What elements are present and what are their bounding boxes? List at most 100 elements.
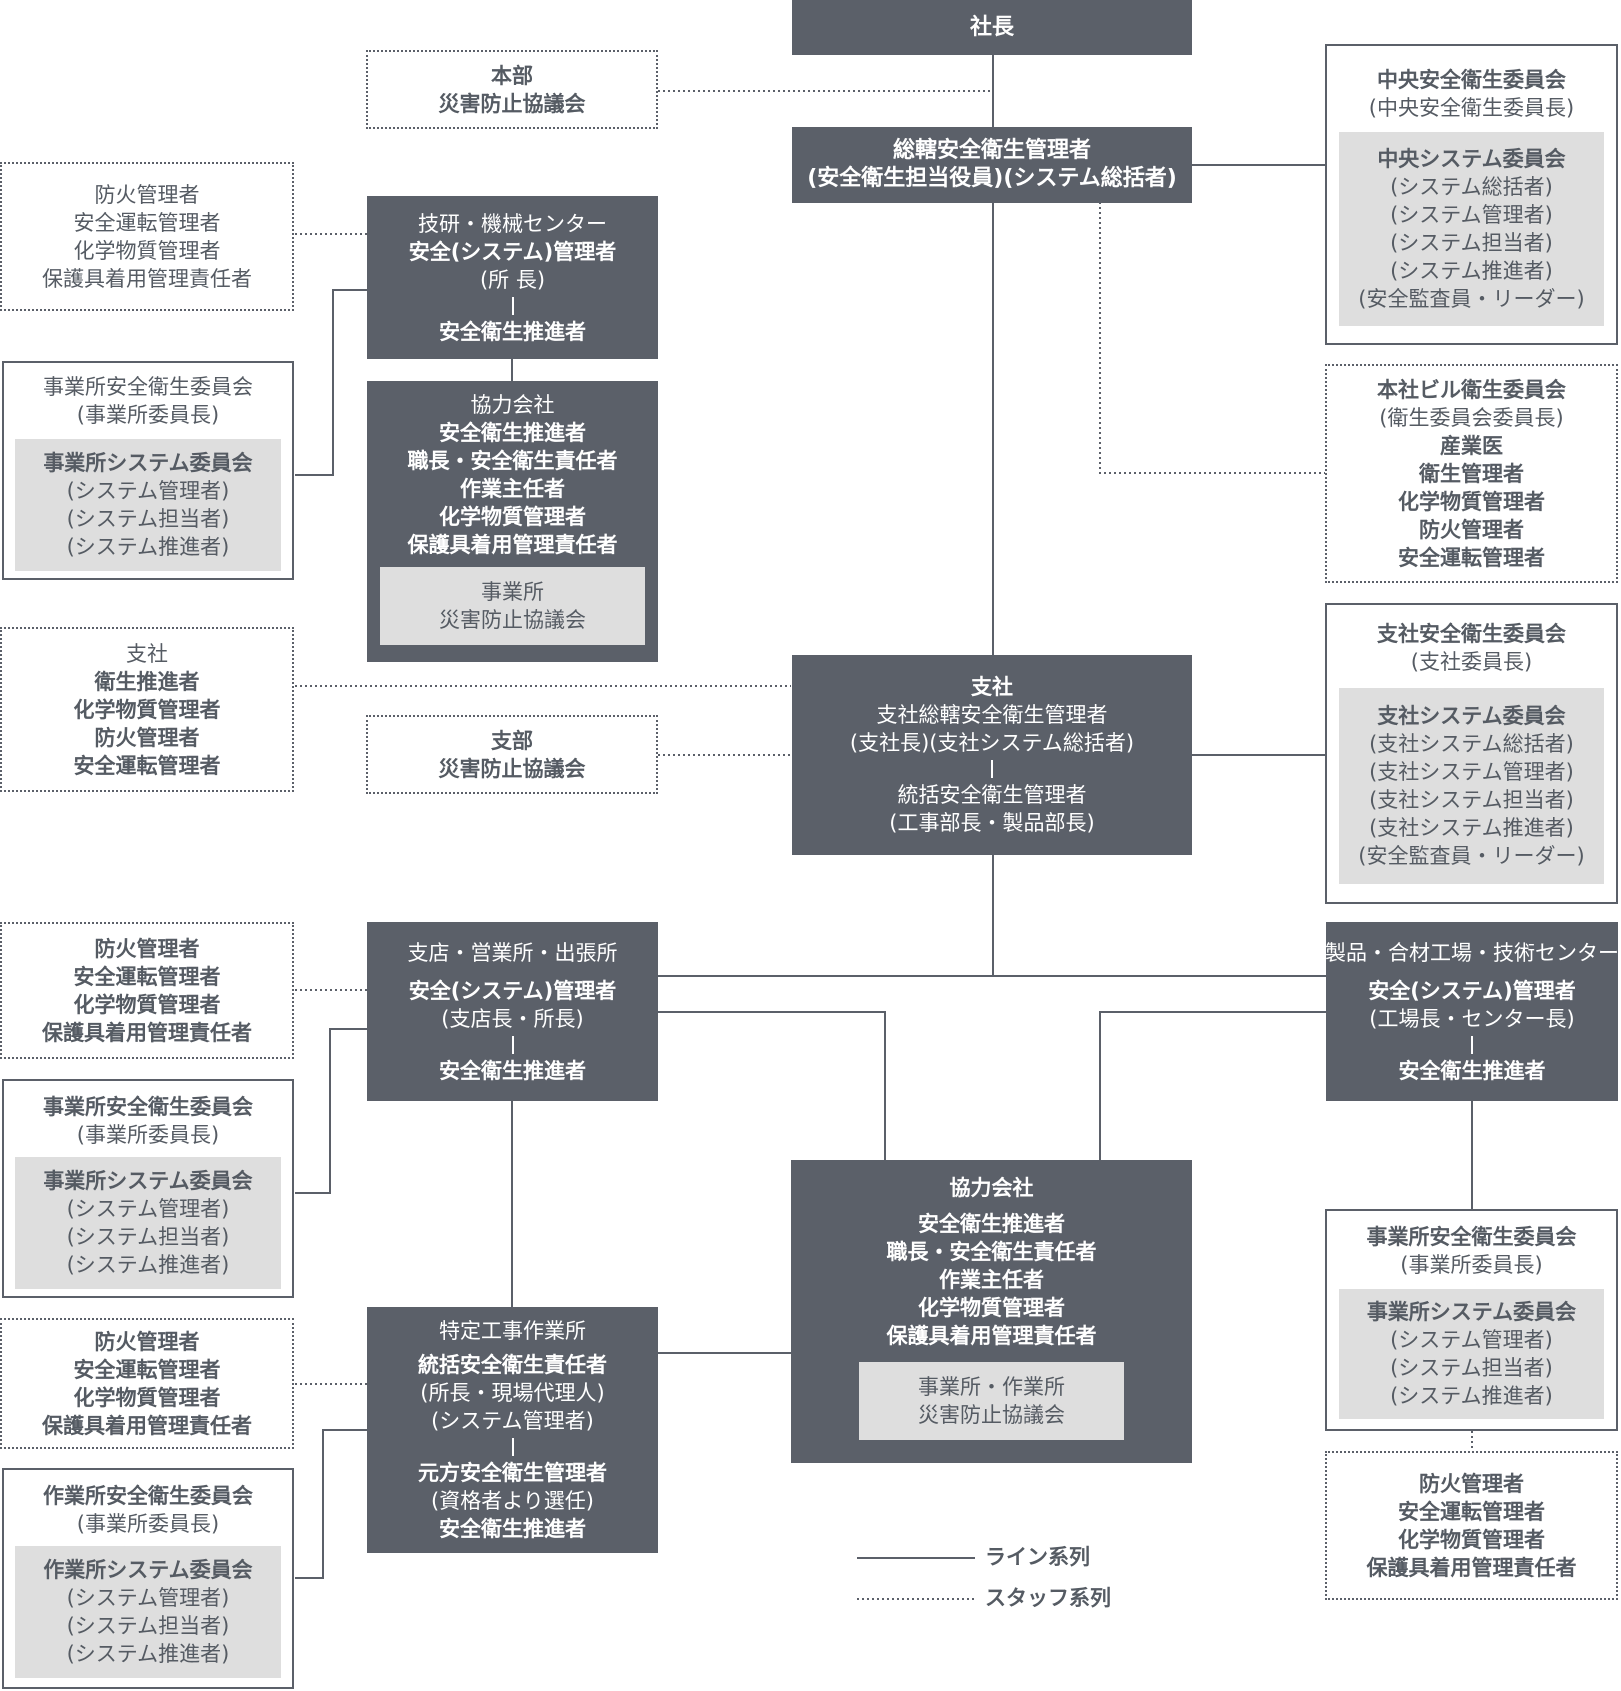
- office-staff-line: 防火管理者: [94, 936, 200, 961]
- office-promoter: 安全衛生推進者: [439, 1058, 586, 1083]
- hq-building-line: (衛生委員会委員長): [1379, 405, 1564, 430]
- site-staff-line: 保護具着用管理責任者: [42, 1413, 252, 1438]
- partner-top-role: 作業主任者: [460, 477, 565, 501]
- hq-building-committee-box: 本社ビル衛生委員会 (衛生委員会委員長) 産業医 衛生管理者 化学物質管理者 防…: [1325, 364, 1618, 583]
- separator-line: [1471, 1035, 1473, 1054]
- site-staff-line: 防火管理者: [94, 1329, 200, 1354]
- factory-system-title: 事業所システム委員会: [1366, 1300, 1577, 1324]
- tech-center-chief: (所 長): [479, 267, 546, 292]
- partner-bottom-role: 職長・安全衛生責任者: [886, 1240, 1097, 1264]
- branch-system-member: (支社システム総括者): [1369, 732, 1574, 756]
- factory-system-committee: 事業所システム委員会 (システム管理者) (システム担当者) (システム推進者): [1339, 1289, 1604, 1419]
- central-system-member: (システム担当者): [1390, 231, 1553, 255]
- tech-committee-box: 事業所安全衛生委員会 (事業所委員長) 事業所システム委員会 (システム管理者)…: [2, 361, 294, 580]
- partner-bottom-box: 協力会社 安全衛生推進者 職長・安全衛生責任者 作業主任者 化学物質管理者 保護…: [791, 1160, 1192, 1463]
- factory-committee-title: 事業所安全衛生委員会: [1366, 1225, 1577, 1249]
- branch-system-member: (支社システム管理者): [1369, 760, 1574, 784]
- site-manager-note: (所長・現場代理人): [420, 1381, 605, 1405]
- tech-staff-line: 化学物質管理者: [73, 238, 221, 263]
- factory-staff-line: 安全運転管理者: [1398, 1499, 1545, 1524]
- partner-top-role: 安全衛生推進者: [439, 421, 586, 445]
- factory-system-member: (システム管理者): [1390, 1328, 1553, 1352]
- factory-committee-box: 事業所安全衛生委員会 (事業所委員長) 事業所システム委員会 (システム管理者)…: [1325, 1209, 1618, 1431]
- central-committee-title: 中央安全衛生委員会: [1377, 68, 1566, 92]
- branch-manager-note: (支社長)(支社システム総括者): [849, 731, 1135, 755]
- factory-box: 製品・合材工場・技術センター 安全(システム)管理者 (工場長・センター長) 安…: [1325, 922, 1619, 1101]
- general-manager-title: 総轄安全衛生管理者: [892, 138, 1091, 163]
- site-committee-title: 作業所安全衛生委員会: [43, 1484, 253, 1508]
- president-box: 社長: [792, 0, 1192, 55]
- branch-staff-box: 支社 衛生推進者 化学物質管理者 防火管理者 安全運転管理者: [0, 627, 294, 792]
- partner-top-role: 職長・安全衛生責任者: [407, 449, 618, 473]
- tech-system-member: (システム担当者): [66, 507, 230, 531]
- partner-bottom-council: 事業所・作業所 災害防止協議会: [859, 1362, 1124, 1440]
- office-box: 支店・営業所・出張所 安全(システム)管理者 (支店長・所長) 安全衛生推進者: [367, 922, 658, 1101]
- tech-system-committee: 事業所システム委員会 (システム管理者) (システム担当者) (システム推進者): [15, 439, 281, 571]
- tech-committee-chair: (事業所委員長): [76, 403, 220, 427]
- tech-staff-line: 安全運転管理者: [73, 210, 221, 235]
- site-committee-box: 作業所安全衛生委員会 (事業所委員長) 作業所システム委員会 (システム管理者)…: [2, 1468, 294, 1689]
- office-staff-line: 化学物質管理者: [73, 992, 221, 1017]
- office-system-member: (システム推進者): [66, 1253, 230, 1277]
- tech-center-promoter: 安全衛生推進者: [439, 319, 586, 344]
- partner-top-council-line: 事業所: [481, 580, 544, 604]
- factory-committee-chair: (事業所委員長): [1400, 1253, 1543, 1277]
- site-staff-box: 防火管理者 安全運転管理者 化学物質管理者 保護具着用管理責任者: [0, 1318, 294, 1449]
- office-staff-box: 防火管理者 安全運転管理者 化学物質管理者 保護具着用管理責任者: [0, 922, 294, 1059]
- tech-system-title: 事業所システム委員会: [43, 451, 253, 475]
- site-prime-note: (資格者より選任): [431, 1489, 594, 1513]
- branch-system-member: (支社システム担当者): [1369, 788, 1574, 812]
- site-system-committee: 作業所システム委員会 (システム管理者) (システム担当者) (システム推進者): [15, 1546, 281, 1678]
- central-system-member: (システム総括者): [1390, 175, 1553, 199]
- site-manager-note: (システム管理者): [431, 1409, 594, 1433]
- branch-system-title: 支社システム委員会: [1377, 704, 1566, 728]
- partner-bottom-title: 協力会社: [949, 1176, 1034, 1200]
- factory-staff-line: 保護具着用管理責任者: [1366, 1555, 1577, 1580]
- office-manager: 安全(システム)管理者: [408, 978, 617, 1003]
- branch-manager: 支社総轄安全衛生管理者: [876, 703, 1108, 727]
- factory-chief: (工場長・センター長): [1369, 1006, 1575, 1031]
- factory-system-member: (システム担当者): [1390, 1356, 1553, 1380]
- branch-system-member: (支社システム推進者): [1369, 816, 1574, 840]
- site-name: 特定工事作業所: [439, 1319, 586, 1343]
- office-name: 支店・営業所・出張所: [407, 940, 618, 965]
- site-prime: 元方安全衛生管理者: [418, 1461, 607, 1485]
- branch-staff-line: 化学物質管理者: [73, 697, 221, 722]
- branch-council-line: 支部: [491, 728, 533, 753]
- branch-staff-line: 支社: [126, 641, 168, 666]
- central-committee-chair: (中央安全衛生委員長): [1368, 96, 1575, 120]
- tech-staff-line: 防火管理者: [94, 182, 200, 207]
- branch-committee-box: 支社安全衛生委員会 (支社委員長) 支社システム委員会 (支社システム総括者) …: [1325, 603, 1618, 904]
- separator-line: [511, 1438, 514, 1456]
- hq-council-line: 本部: [491, 63, 533, 88]
- site-system-member: (システム担当者): [66, 1614, 230, 1638]
- branch-system-member: (安全監査員・リーダー): [1358, 844, 1585, 868]
- factory-staff-line: 化学物質管理者: [1398, 1527, 1545, 1552]
- branch-committee-title: 支社安全衛生委員会: [1377, 622, 1566, 646]
- legend-staff-swatch: [857, 1598, 975, 1600]
- office-staff-line: 安全運転管理者: [73, 964, 221, 989]
- office-committee-title: 事業所安全衛生委員会: [43, 1095, 253, 1119]
- partner-bottom-role: 保護具着用管理責任者: [886, 1324, 1097, 1348]
- partner-bottom-council-line: 災害防止協議会: [918, 1403, 1065, 1427]
- tech-center-manager: 安全(システム)管理者: [408, 239, 617, 264]
- partner-top-box: 協力会社 安全衛生推進者 職長・安全衛生責任者 作業主任者 化学物質管理者 保護…: [367, 381, 658, 662]
- legend-staff-label: スタッフ系列: [985, 1586, 1111, 1610]
- factory-staff-box: 防火管理者 安全運転管理者 化学物質管理者 保護具着用管理責任者: [1325, 1451, 1618, 1600]
- hq-building-line: 衛生管理者: [1419, 461, 1524, 486]
- factory-manager: 安全(システム)管理者: [1368, 978, 1576, 1003]
- legend-line-swatch: [857, 1557, 975, 1559]
- site-promoter: 安全衛生推進者: [439, 1517, 586, 1541]
- partner-top-role: 化学物質管理者: [439, 505, 586, 529]
- office-chief: (支店長・所長): [441, 1006, 584, 1031]
- partner-top-title: 協力会社: [470, 393, 555, 417]
- hq-council-box: 本部 災害防止協議会: [366, 50, 658, 129]
- branch-box: 支社 支社総轄安全衛生管理者 (支社長)(支社システム総括者) 統括安全衛生管理…: [792, 655, 1192, 855]
- branch-staff-line: 衛生推進者: [94, 669, 200, 694]
- site-committee-chair: (事業所委員長): [76, 1512, 220, 1536]
- site-staff-line: 化学物質管理者: [73, 1385, 221, 1410]
- partner-bottom-role: 作業主任者: [939, 1268, 1044, 1292]
- tech-staff-box: 防火管理者 安全運転管理者 化学物質管理者 保護具着用管理責任者: [0, 162, 294, 311]
- partner-bottom-role: 安全衛生推進者: [918, 1212, 1065, 1236]
